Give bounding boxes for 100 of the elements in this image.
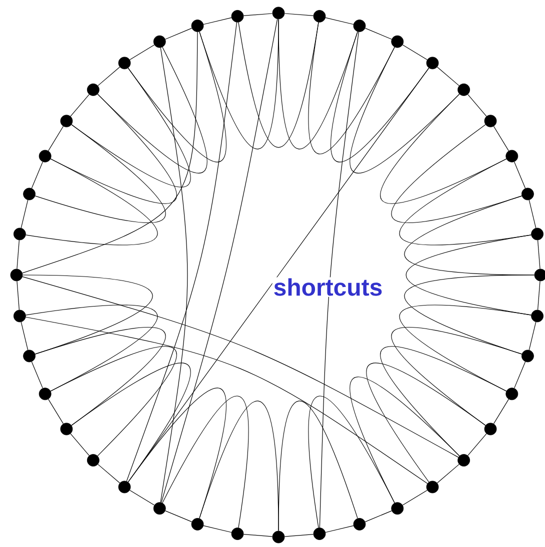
ring-link xyxy=(20,322,28,350)
ring-link xyxy=(284,534,314,537)
loop-link xyxy=(404,274,535,354)
ring-link xyxy=(16,280,20,310)
ring-link xyxy=(165,510,192,522)
shortcuts-label: shortcuts xyxy=(272,277,384,297)
network-node xyxy=(38,388,52,400)
network-node xyxy=(60,422,73,436)
shortcut-link xyxy=(160,47,188,503)
network-node xyxy=(87,454,100,466)
ring-link xyxy=(98,464,120,484)
network-node xyxy=(426,56,439,70)
network-node xyxy=(506,388,518,400)
network-node xyxy=(118,56,131,70)
network-node xyxy=(531,310,544,322)
ring-link xyxy=(243,534,273,537)
network-node xyxy=(191,20,204,32)
network-node xyxy=(522,188,534,200)
ring-link xyxy=(436,66,460,86)
network-node xyxy=(506,150,518,162)
ring-link xyxy=(528,200,536,228)
ring-link xyxy=(16,240,20,270)
loop-link xyxy=(162,396,249,528)
shortcut-link xyxy=(128,68,430,482)
network-node xyxy=(313,10,326,22)
network-node xyxy=(391,502,404,515)
loop-link xyxy=(22,274,153,354)
ring-link xyxy=(436,464,460,484)
shortcut-link xyxy=(26,316,428,484)
ring-link xyxy=(468,94,487,117)
shortcut-link xyxy=(161,18,278,503)
network-node xyxy=(118,480,131,494)
ring-link xyxy=(537,240,540,270)
ring-link xyxy=(364,28,392,40)
network-node xyxy=(231,10,244,22)
loop-link xyxy=(199,400,279,532)
ring-link xyxy=(165,28,192,40)
loop-link xyxy=(34,327,166,426)
shortcut-link xyxy=(22,32,198,274)
ring-link xyxy=(48,398,64,424)
network-node xyxy=(534,268,545,282)
ring-link xyxy=(402,44,428,60)
ring-link xyxy=(203,17,232,25)
network-node xyxy=(484,114,497,128)
ring-link xyxy=(284,13,314,16)
loop-link xyxy=(128,31,226,162)
network-node xyxy=(484,422,497,436)
shortcut-link xyxy=(22,276,459,458)
ring-link xyxy=(468,433,487,456)
network-node xyxy=(272,6,285,20)
ring-link xyxy=(70,94,90,117)
ring-link xyxy=(20,200,28,228)
network-node xyxy=(231,528,244,540)
ring-link xyxy=(514,162,526,189)
loop-link xyxy=(366,362,486,482)
ring-link xyxy=(31,361,44,388)
network-node xyxy=(23,188,36,200)
network-node xyxy=(272,530,285,544)
network-node xyxy=(153,35,166,48)
ring-link xyxy=(537,280,540,310)
network-node xyxy=(10,268,23,282)
ring-link xyxy=(48,126,64,152)
ring-link xyxy=(493,398,509,424)
loop-link xyxy=(308,396,395,528)
network-node xyxy=(87,84,100,96)
network-node xyxy=(353,518,366,530)
network-node xyxy=(191,518,204,530)
shortcut-link xyxy=(319,32,359,528)
shortcut-link xyxy=(126,22,238,482)
network-node xyxy=(14,228,26,240)
ring-link xyxy=(129,44,155,60)
network-node xyxy=(391,35,404,48)
ring-link xyxy=(402,490,428,506)
loop-link xyxy=(97,46,208,174)
ring-link xyxy=(203,525,232,533)
loop-link xyxy=(278,18,358,150)
network-node xyxy=(23,350,36,362)
network-node xyxy=(60,114,73,128)
loop-link xyxy=(26,304,158,392)
ring-link xyxy=(70,433,90,456)
network-node xyxy=(38,150,52,162)
network-node xyxy=(313,528,326,540)
network-node xyxy=(14,310,26,322)
network-node xyxy=(531,228,544,240)
ring-link xyxy=(129,490,155,506)
ring-link xyxy=(325,525,354,533)
ring-link xyxy=(98,66,120,86)
loop-link xyxy=(238,22,319,148)
loop-link xyxy=(406,234,532,316)
ring-link xyxy=(325,17,354,25)
network-node xyxy=(153,502,166,515)
network-node xyxy=(458,84,470,96)
network-node xyxy=(426,480,439,494)
ring-link xyxy=(514,361,526,388)
ring-link xyxy=(243,13,273,16)
ring-link xyxy=(31,162,44,189)
network-node xyxy=(522,350,534,362)
ring-link xyxy=(528,322,536,350)
network-node xyxy=(458,454,470,466)
ring-link xyxy=(493,126,509,152)
